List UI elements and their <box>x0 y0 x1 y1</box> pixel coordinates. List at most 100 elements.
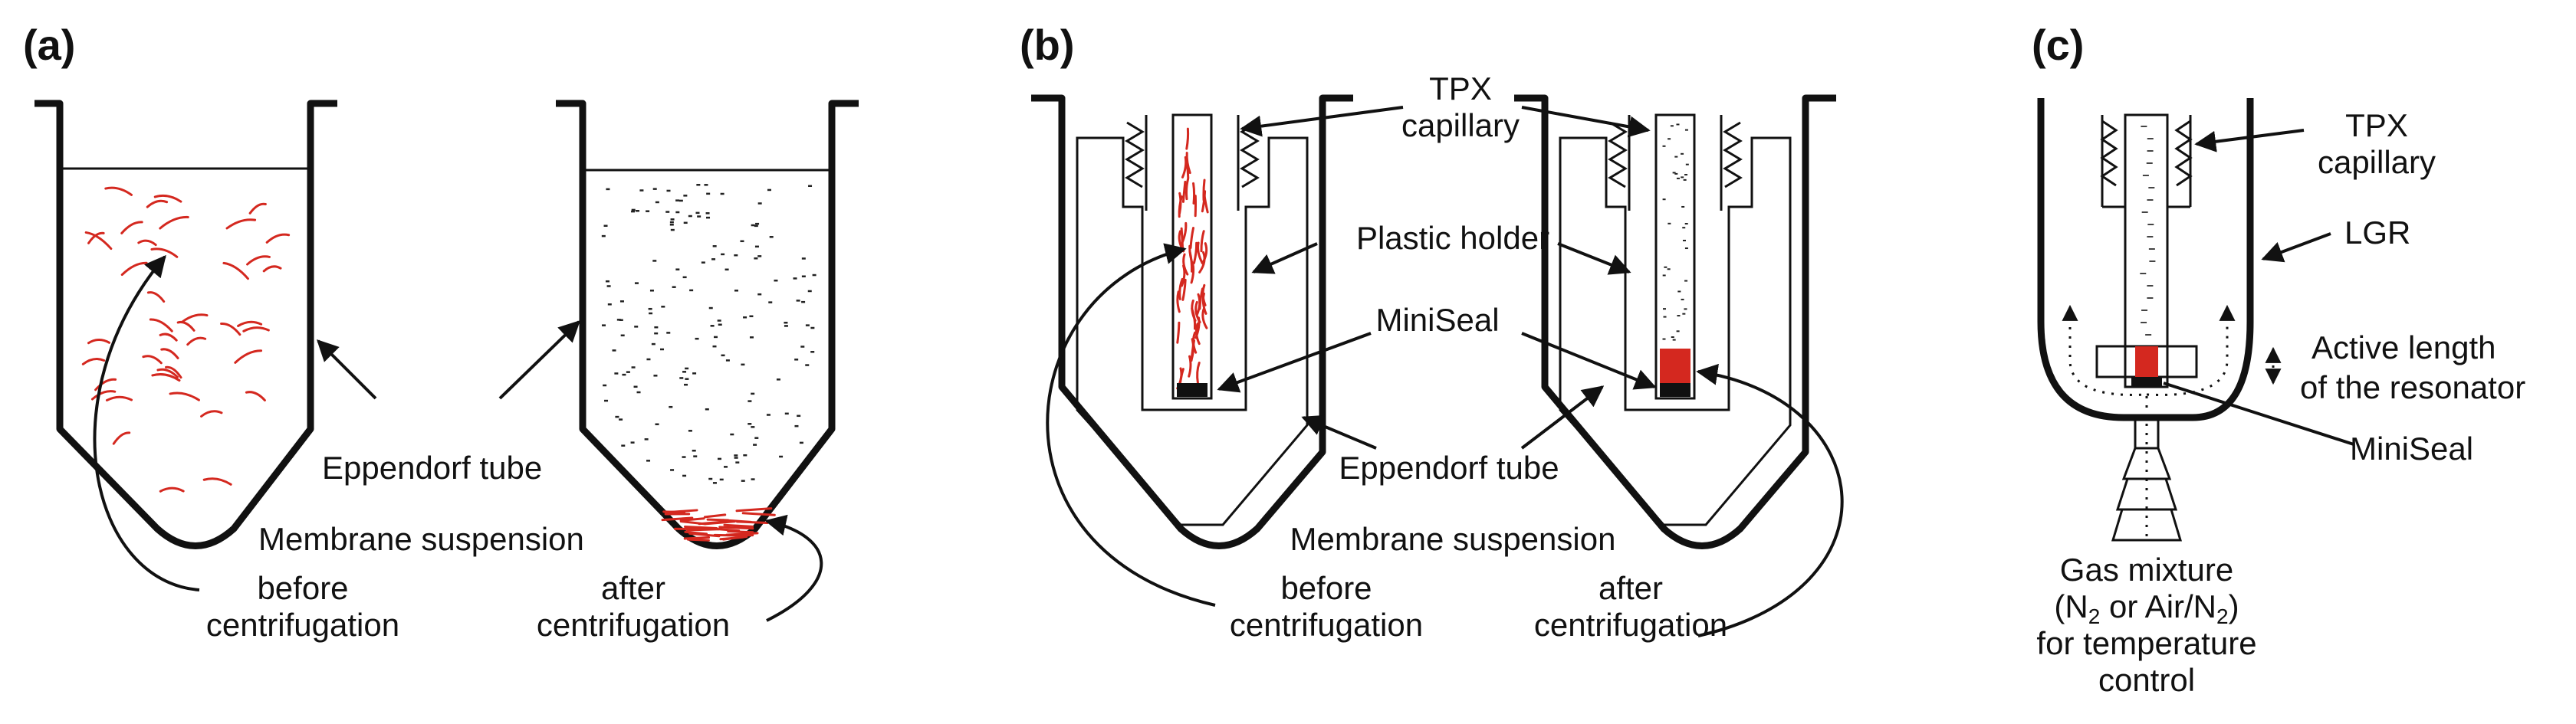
suspension-dot <box>631 210 636 213</box>
suspension-dot <box>612 349 616 352</box>
suspension-dot <box>711 258 716 260</box>
suspension-dot <box>706 216 711 219</box>
membrane-fragment <box>81 358 106 365</box>
suspension-dot <box>793 277 797 280</box>
suspension-dot <box>1682 313 1686 315</box>
label-after-2: centrifugation <box>537 607 730 643</box>
suspension-dot <box>603 224 608 227</box>
label-gas-1: Gas mixture <box>2060 552 2233 588</box>
label-after-2: centrifugation <box>1534 607 1727 643</box>
membrane-fiber <box>1185 127 1190 150</box>
membrane-fragment <box>225 218 257 230</box>
label-tpx-1: TPX <box>1429 70 1492 106</box>
suspension-dot <box>626 371 630 373</box>
membrane-fiber <box>1198 251 1206 274</box>
suspension-dot <box>799 441 803 444</box>
suspension-dot <box>602 324 606 326</box>
pellet-fiber <box>723 523 754 528</box>
suspension-dot <box>1664 266 1668 268</box>
suspension-dot <box>607 303 612 306</box>
suspension-dot <box>630 441 635 444</box>
membrane-fragment <box>104 186 133 196</box>
suspension-dot <box>796 300 800 302</box>
membrane-fiber <box>1196 293 1201 316</box>
suspension-dot <box>1671 336 1674 338</box>
membrane-fragment <box>242 326 270 333</box>
suspension-dot <box>606 285 611 287</box>
label-gas-3: for temperature <box>2036 625 2256 661</box>
suspension-dot <box>634 282 639 284</box>
suspension-dot <box>682 474 687 477</box>
suspension-dot <box>779 455 784 458</box>
suspension-dot <box>712 345 717 348</box>
suspension-dot <box>692 449 696 452</box>
panel-c-label: (c) <box>2032 21 2084 69</box>
suspension-dot <box>751 392 755 395</box>
membrane-fragment <box>220 323 242 336</box>
suspension-dot <box>1684 129 1688 131</box>
suspension-dot <box>654 332 659 335</box>
suspension-dot <box>1677 315 1681 317</box>
membrane-fiber <box>1188 355 1192 378</box>
membrane-fragment <box>180 313 209 324</box>
arrow-eppendorf-right <box>498 320 581 400</box>
suspension-dot <box>688 215 692 218</box>
suspension-dot <box>800 346 805 348</box>
suspension-dot <box>670 218 675 221</box>
membrane-fragment <box>87 338 111 345</box>
suspension-dot <box>639 189 644 192</box>
arrow-lgr <box>2261 232 2331 263</box>
membrane-fragment <box>120 261 148 277</box>
suspension-dot <box>669 221 674 224</box>
suspension-dot <box>683 221 688 224</box>
suspension-dot <box>655 423 659 426</box>
membrane-fragment <box>120 221 143 234</box>
assembly-b-right <box>1514 94 1836 549</box>
suspension-dot <box>683 195 688 197</box>
suspension-dot <box>616 319 621 321</box>
panel-a-label: (a) <box>23 21 75 69</box>
suspension-dot <box>725 359 730 362</box>
label-lgr: LGR <box>2344 215 2410 251</box>
suspension-dot <box>669 223 674 226</box>
capillary-dots <box>1662 123 1689 341</box>
suspension-dot <box>649 312 653 315</box>
suspension-dot <box>601 234 606 238</box>
suspension-dot <box>678 199 683 202</box>
suspension-dot <box>734 290 739 292</box>
membrane-fiber <box>1192 241 1198 264</box>
suspension-dots <box>601 184 816 484</box>
suspension-dot <box>648 307 652 310</box>
suspension-dot <box>717 319 721 322</box>
membrane-fiber <box>1176 321 1181 344</box>
pellet-fiber <box>706 518 730 522</box>
miniseal-plug <box>1177 383 1208 397</box>
suspension-dot <box>682 371 687 373</box>
suspension-dot <box>740 240 744 243</box>
suspension-dot <box>670 469 675 471</box>
membrane-fragment <box>159 333 178 342</box>
suspension-dot <box>1662 338 1666 340</box>
suspension-dot <box>693 455 698 457</box>
suspension-dot <box>768 301 773 303</box>
membrane-fiber <box>1201 306 1208 329</box>
pellet-fiber <box>684 525 718 529</box>
capillary-c <box>2095 113 2198 388</box>
panel-b-label: (b) <box>1020 21 1075 69</box>
suspension-dot <box>660 348 665 351</box>
suspension-dot <box>801 300 806 303</box>
suspension-dot <box>1681 298 1684 300</box>
membrane-fragment <box>105 395 133 401</box>
suspension-dot <box>603 384 607 387</box>
label-before-1: before <box>1280 570 1372 606</box>
suspension-dot <box>619 300 624 303</box>
panel-a: (a) Eppendorf tube Membrane suspension b… <box>23 21 859 643</box>
suspension-dot <box>748 423 752 425</box>
arrow-miniseal-left <box>1217 332 1372 393</box>
suspension-dot <box>651 342 656 346</box>
pellet-fiber <box>722 536 748 541</box>
panel-b: (b) <box>1020 21 1844 643</box>
suspension-dot <box>808 185 813 187</box>
arrow-after <box>764 514 823 622</box>
suspension-dot <box>719 478 724 481</box>
